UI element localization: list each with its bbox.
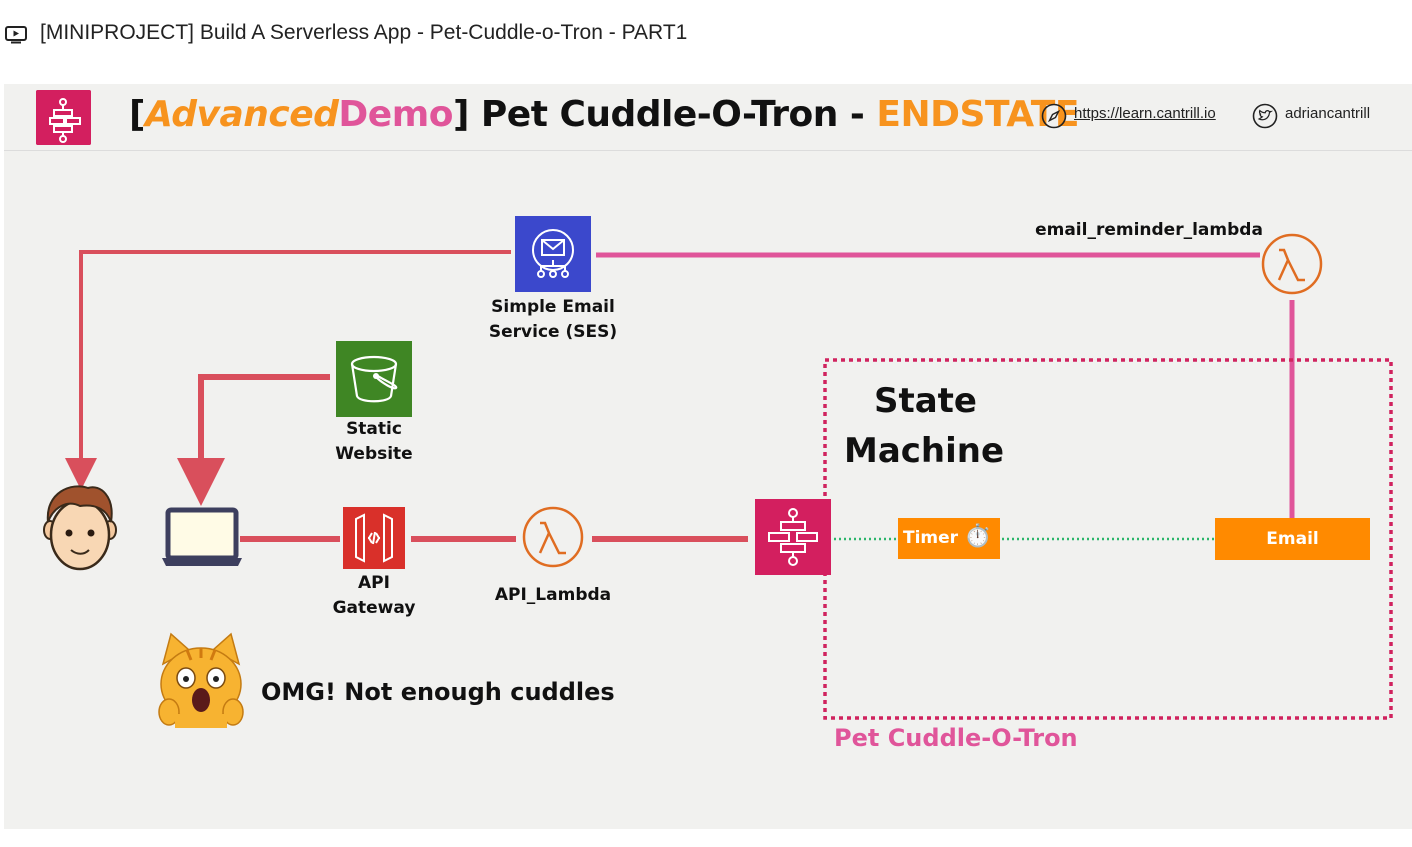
api-gateway-label: API Gateway [314,571,434,621]
s3-to-laptop-arrow [177,374,330,506]
title-advanced: Advanced [144,94,339,135]
ses-icon [515,216,591,292]
lesson-header: [MINIPROJECT] Build A Serverless App - P… [0,0,1412,70]
compass-icon [1041,103,1067,129]
pet-cuddle-o-tron-label: Pet Cuddle-O-Tron [834,724,1078,752]
laptop-icon [162,507,242,566]
twitter-handle[interactable]: adriancantrill [1285,105,1371,122]
timer-icon: ⏱️ [964,524,992,549]
ses-to-user-arrow [65,250,511,490]
email-label: Email [1266,529,1319,549]
slide-header: [AdvancedDemo] Pet Cuddle-O-Tron - ENDST… [4,84,1412,151]
api-gateway-label-line1: API [358,573,390,593]
ses-label: Simple Email Service (SES) [478,295,628,345]
step-functions-icon [755,499,831,575]
state-machine-label-line2: Machine [844,431,1005,471]
s3-label: Static Website [314,417,434,467]
timer-state: Timer ⏱️ [898,518,1000,559]
architecture-diagram [43,216,1393,728]
user-face-icon [43,485,117,571]
s3-bucket-icon [336,341,412,417]
slide: [AdvancedDemo] Pet Cuddle-O-Tron - ENDST… [4,84,1412,829]
ses-label-line2: Service (SES) [488,322,618,342]
s3-label-line2: Website [335,444,413,464]
lambda-icon [1261,233,1323,295]
title-endstate: ENDSTATE [876,94,1079,135]
api-gateway-label-line2: Gateway [332,598,416,618]
screaming-cat-icon [158,632,244,728]
email-state: Email [1215,518,1370,560]
title-demo: Demo [338,94,453,135]
state-machine-label-line1: State [874,381,977,421]
email-reminder-lambda-label: email_reminder_lambda [1035,220,1263,240]
timer-label: Timer [903,528,959,548]
ses-label-line1: Simple Email [491,297,615,317]
s3-label-line1: Static [346,419,402,439]
lambda-icon [522,506,584,568]
state-machine-boundary [823,358,1393,720]
website-link[interactable]: https://learn.cantrill.io [1074,105,1216,122]
api-gateway-icon [343,507,405,569]
title-bracket-open: [ [129,94,145,135]
lesson-title: [MINIPROJECT] Build A Serverless App - P… [40,21,688,44]
api-lambda-label: API_Lambda [494,585,612,605]
slide-title: [AdvancedDemo] Pet Cuddle-O-Tron - ENDST… [129,94,1079,135]
step-functions-icon [36,90,91,145]
play-icon[interactable] [5,26,27,44]
omg-caption: OMG! Not enough cuddles [261,678,615,706]
title-main: ] Pet Cuddle-O-Tron - [452,94,877,135]
twitter-icon [1252,103,1278,129]
